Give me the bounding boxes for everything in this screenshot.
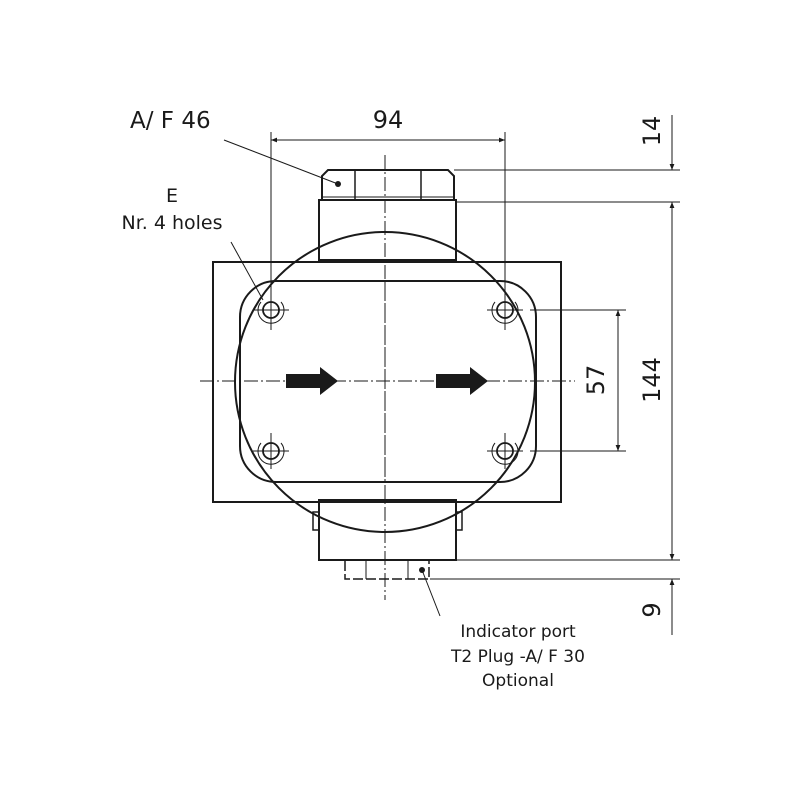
indicator-port-label: Indicator port	[460, 622, 576, 642]
dimension-94-label: 94	[373, 106, 404, 134]
mounting-plate	[212, 261, 562, 503]
flow-arrow-icon	[436, 367, 488, 395]
optional-label: Optional	[482, 671, 554, 691]
af46-label: A/ F 46	[130, 108, 211, 134]
top-neck	[318, 199, 457, 261]
holes-label: Nr. 4 holes	[121, 212, 222, 234]
indicator-plug	[344, 559, 430, 580]
hex-nut-af46	[321, 169, 455, 201]
dimension-9-label: 9	[638, 602, 666, 617]
e-label: E	[166, 185, 178, 207]
flow-arrow-icon	[286, 367, 338, 395]
dimension-57-label: 57	[582, 365, 610, 396]
dimension-144-label: 144	[638, 357, 666, 403]
dimension-14	[615, 115, 675, 635]
plug-label: T2 Plug -A/ F 30	[450, 647, 585, 667]
leader-lines	[223, 139, 441, 617]
bottom-neck	[318, 499, 457, 561]
dimension-94	[270, 132, 506, 330]
dimension-14-label: 14	[638, 116, 666, 147]
bottom-lug-left	[312, 511, 320, 531]
extension-lines	[430, 169, 680, 580]
